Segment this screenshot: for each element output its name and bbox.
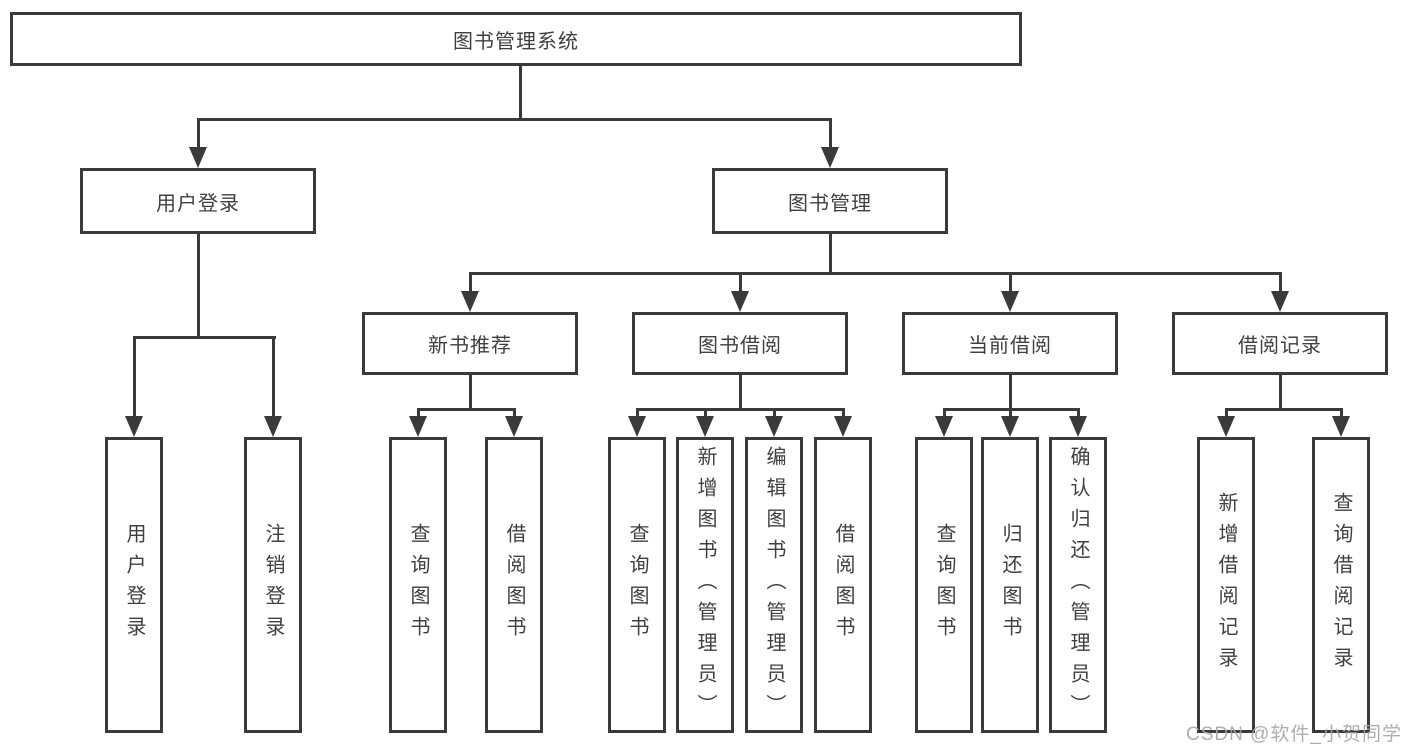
connector-line	[469, 272, 1282, 275]
arrowhead-icon	[1332, 416, 1350, 437]
node-leaf-return-books: 归还图书	[981, 437, 1039, 733]
arrowhead-icon	[696, 416, 714, 437]
node-leaf-edit-books-admin: 编辑图书（管理员）	[745, 437, 803, 733]
connector-line	[519, 66, 522, 121]
connector-line	[197, 234, 200, 337]
connector-line	[197, 118, 200, 147]
arrowhead-icon	[505, 416, 523, 437]
watermark: CSDN @软件_小贺同学	[1186, 724, 1402, 745]
connector-line	[417, 408, 420, 418]
connector-line	[739, 272, 742, 292]
connector-line	[636, 408, 845, 411]
arrowhead-icon	[1217, 416, 1235, 437]
connector-line	[1225, 408, 1343, 411]
arrowhead-icon	[834, 416, 852, 437]
arrowhead-icon	[461, 291, 479, 312]
connector-line	[469, 272, 472, 292]
node-leaf-confirm-return-admin: 确认归还（管理员）	[1049, 437, 1107, 733]
node-leaf-query-books-3: 查询图书	[915, 437, 973, 733]
connector-line	[1009, 375, 1012, 410]
connector-line	[513, 408, 516, 418]
node-leaf-user-login: 用户登录	[105, 437, 163, 733]
node-user-login: 用户登录	[80, 168, 316, 234]
connector-line	[197, 118, 832, 121]
arrowhead-icon	[189, 147, 207, 168]
connector-line	[1009, 408, 1012, 418]
arrowhead-icon	[935, 416, 953, 437]
connector-line	[739, 375, 742, 410]
arrowhead-icon	[628, 416, 646, 437]
arrowhead-icon	[264, 416, 282, 437]
node-new-book-recommend: 新书推荐	[362, 312, 578, 375]
node-leaf-borrow-books: 借阅图书	[485, 437, 543, 733]
connector-line	[773, 408, 776, 418]
node-library-management-system: 图书管理系统	[10, 12, 1022, 66]
node-borrow-records: 借阅记录	[1172, 312, 1388, 375]
connector-line	[272, 336, 275, 418]
connector-line	[1225, 408, 1228, 418]
node-leaf-add-books-admin: 新增图书（管理员）	[676, 437, 734, 733]
node-book-borrowing: 图书借阅	[632, 312, 848, 375]
connector-line	[829, 234, 832, 274]
connector-line	[943, 408, 946, 418]
connector-line	[1340, 408, 1343, 418]
connector-line	[842, 408, 845, 418]
node-leaf-add-borrow-record: 新增借阅记录	[1197, 437, 1255, 733]
node-leaf-logout: 注销登录	[244, 437, 302, 733]
arrowhead-icon	[1001, 291, 1019, 312]
node-leaf-query-books: 查询图书	[389, 437, 447, 733]
arrowhead-icon	[125, 416, 143, 437]
connector-line	[1077, 408, 1080, 418]
node-leaf-borrow-books-2: 借阅图书	[814, 437, 872, 733]
connector-line	[133, 336, 276, 339]
arrowhead-icon	[731, 291, 749, 312]
connector-line	[636, 408, 639, 418]
arrowhead-icon	[1271, 291, 1289, 312]
node-book-management: 图书管理	[712, 168, 948, 234]
arrowhead-icon	[1069, 416, 1087, 437]
connector-line	[469, 375, 472, 410]
connector-line	[943, 408, 1080, 411]
arrowhead-icon	[409, 416, 427, 437]
node-leaf-query-books-2: 查询图书	[608, 437, 666, 733]
arrowhead-icon	[821, 147, 839, 168]
connector-line	[133, 336, 136, 418]
connector-line	[1279, 375, 1282, 410]
connector-line	[1009, 272, 1012, 292]
node-current-borrowing: 当前借阅	[902, 312, 1118, 375]
connector-line	[417, 408, 516, 411]
arrowhead-icon	[765, 416, 783, 437]
connector-line	[704, 408, 707, 418]
arrowhead-icon	[1001, 416, 1019, 437]
node-leaf-query-borrow-record: 查询借阅记录	[1312, 437, 1370, 733]
connector-line	[829, 118, 832, 147]
connector-line	[1279, 272, 1282, 292]
